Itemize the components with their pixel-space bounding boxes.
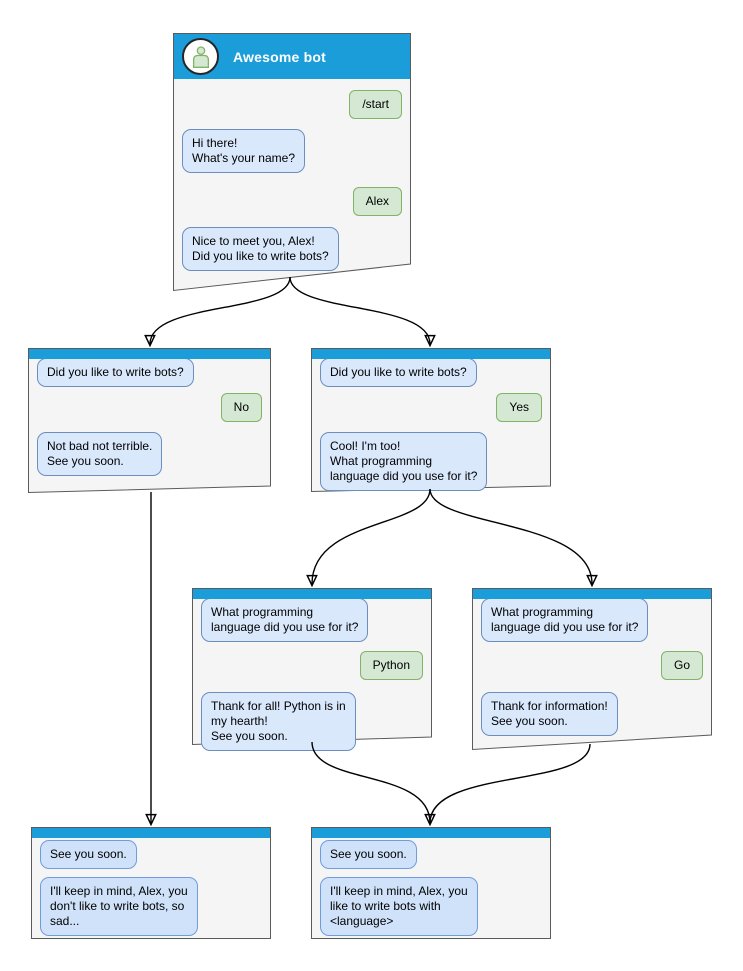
- message-bubble-bot: What programming language did you use fo…: [481, 598, 649, 642]
- window-titlebar: [32, 828, 270, 838]
- message-bubble-user: Python: [359, 651, 423, 680]
- window-titlebar: [312, 828, 550, 838]
- chat-window-main: Awesome bot /start Hi there! What's your…: [173, 33, 411, 292]
- chat-window-end-language: See you soon. I'll keep in mind, Alex, y…: [311, 827, 551, 939]
- chat-window-yes-branch: Did you like to write bots? Yes Cool! I'…: [311, 348, 551, 493]
- window-titlebar: Awesome bot: [174, 34, 410, 79]
- window-title: Awesome bot: [233, 48, 326, 65]
- chat-window-no-branch: Did you like to write bots? No Not bad n…: [28, 348, 271, 494]
- message-bubble-bot: See you soon.: [320, 840, 417, 869]
- message-bubble-bot: See you soon.: [40, 840, 137, 869]
- bot-avatar: [182, 38, 219, 75]
- message-bubble-user: Alex: [352, 187, 402, 216]
- message-bubble-user: No: [220, 393, 262, 422]
- chat-window-python-branch: What programming language did you use fo…: [192, 588, 432, 751]
- message-bubble-bot: Did you like to write bots?: [320, 358, 477, 387]
- connector-yes-to-go: [429, 488, 592, 584]
- chat-window-end-no: See you soon. I'll keep in mind, Alex, y…: [31, 827, 271, 939]
- message-bubble-bot: Not bad not terrible. See you soon.: [37, 432, 163, 476]
- message-bubble-bot: Nice to meet you, Alex! Did you like to …: [182, 227, 339, 271]
- message-bubble-bot: Thank for information! See you soon.: [481, 692, 618, 736]
- window-titlebar: [473, 589, 711, 599]
- connector-go-to-end: [429, 743, 591, 824]
- message-bubble-user: Yes: [496, 393, 542, 422]
- message-bubble-bot: I'll keep in mind, Alex, you don't like …: [40, 877, 198, 936]
- window-titlebar: [29, 349, 270, 359]
- connector-python-to-end: [311, 741, 430, 823]
- message-bubble-user: Go: [660, 651, 703, 680]
- chat-window-go-branch: What programming language did you use fo…: [472, 588, 712, 751]
- message-bubble-bot: What programming language did you use fo…: [201, 598, 369, 642]
- message-bubble-bot: Cool! I'm too! What programming language…: [320, 432, 488, 491]
- window-titlebar: [193, 589, 431, 599]
- message-bubble-bot: Thank for all! Python is in my hearth! S…: [201, 692, 356, 751]
- message-bubble-user: /start: [349, 90, 402, 119]
- message-bubble-bot: Did you like to write bots?: [37, 358, 194, 387]
- message-bubble-bot: I'll keep in mind, Alex, you like to wri…: [320, 877, 478, 936]
- connector-yes-to-python: [312, 488, 431, 584]
- window-titlebar: [312, 349, 550, 359]
- message-bubble-bot: Hi there! What's your name?: [182, 129, 306, 173]
- person-icon: [192, 45, 209, 68]
